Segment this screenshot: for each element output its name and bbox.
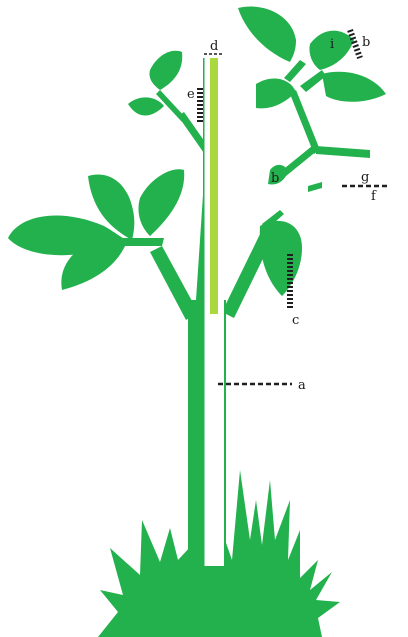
pole-outline-left bbox=[203, 58, 205, 566]
upper-right-leaf-cluster bbox=[238, 6, 386, 184]
label-g: g bbox=[361, 170, 369, 185]
left-leaf-cluster bbox=[8, 169, 184, 290]
label-f: f bbox=[371, 189, 377, 204]
label-i: i bbox=[330, 37, 334, 52]
label-a: a bbox=[298, 378, 306, 393]
label-b-upper: b bbox=[362, 35, 370, 50]
label-c: c bbox=[292, 313, 299, 328]
stake bbox=[210, 58, 218, 314]
label-e: e bbox=[187, 87, 195, 102]
right-lower-leaf bbox=[260, 210, 302, 296]
label-d: d bbox=[210, 39, 218, 54]
small-twig-near-g bbox=[308, 182, 322, 192]
support-pole bbox=[203, 58, 224, 566]
upper-left-leaves bbox=[128, 51, 186, 122]
label-b-lower: b bbox=[271, 171, 279, 186]
